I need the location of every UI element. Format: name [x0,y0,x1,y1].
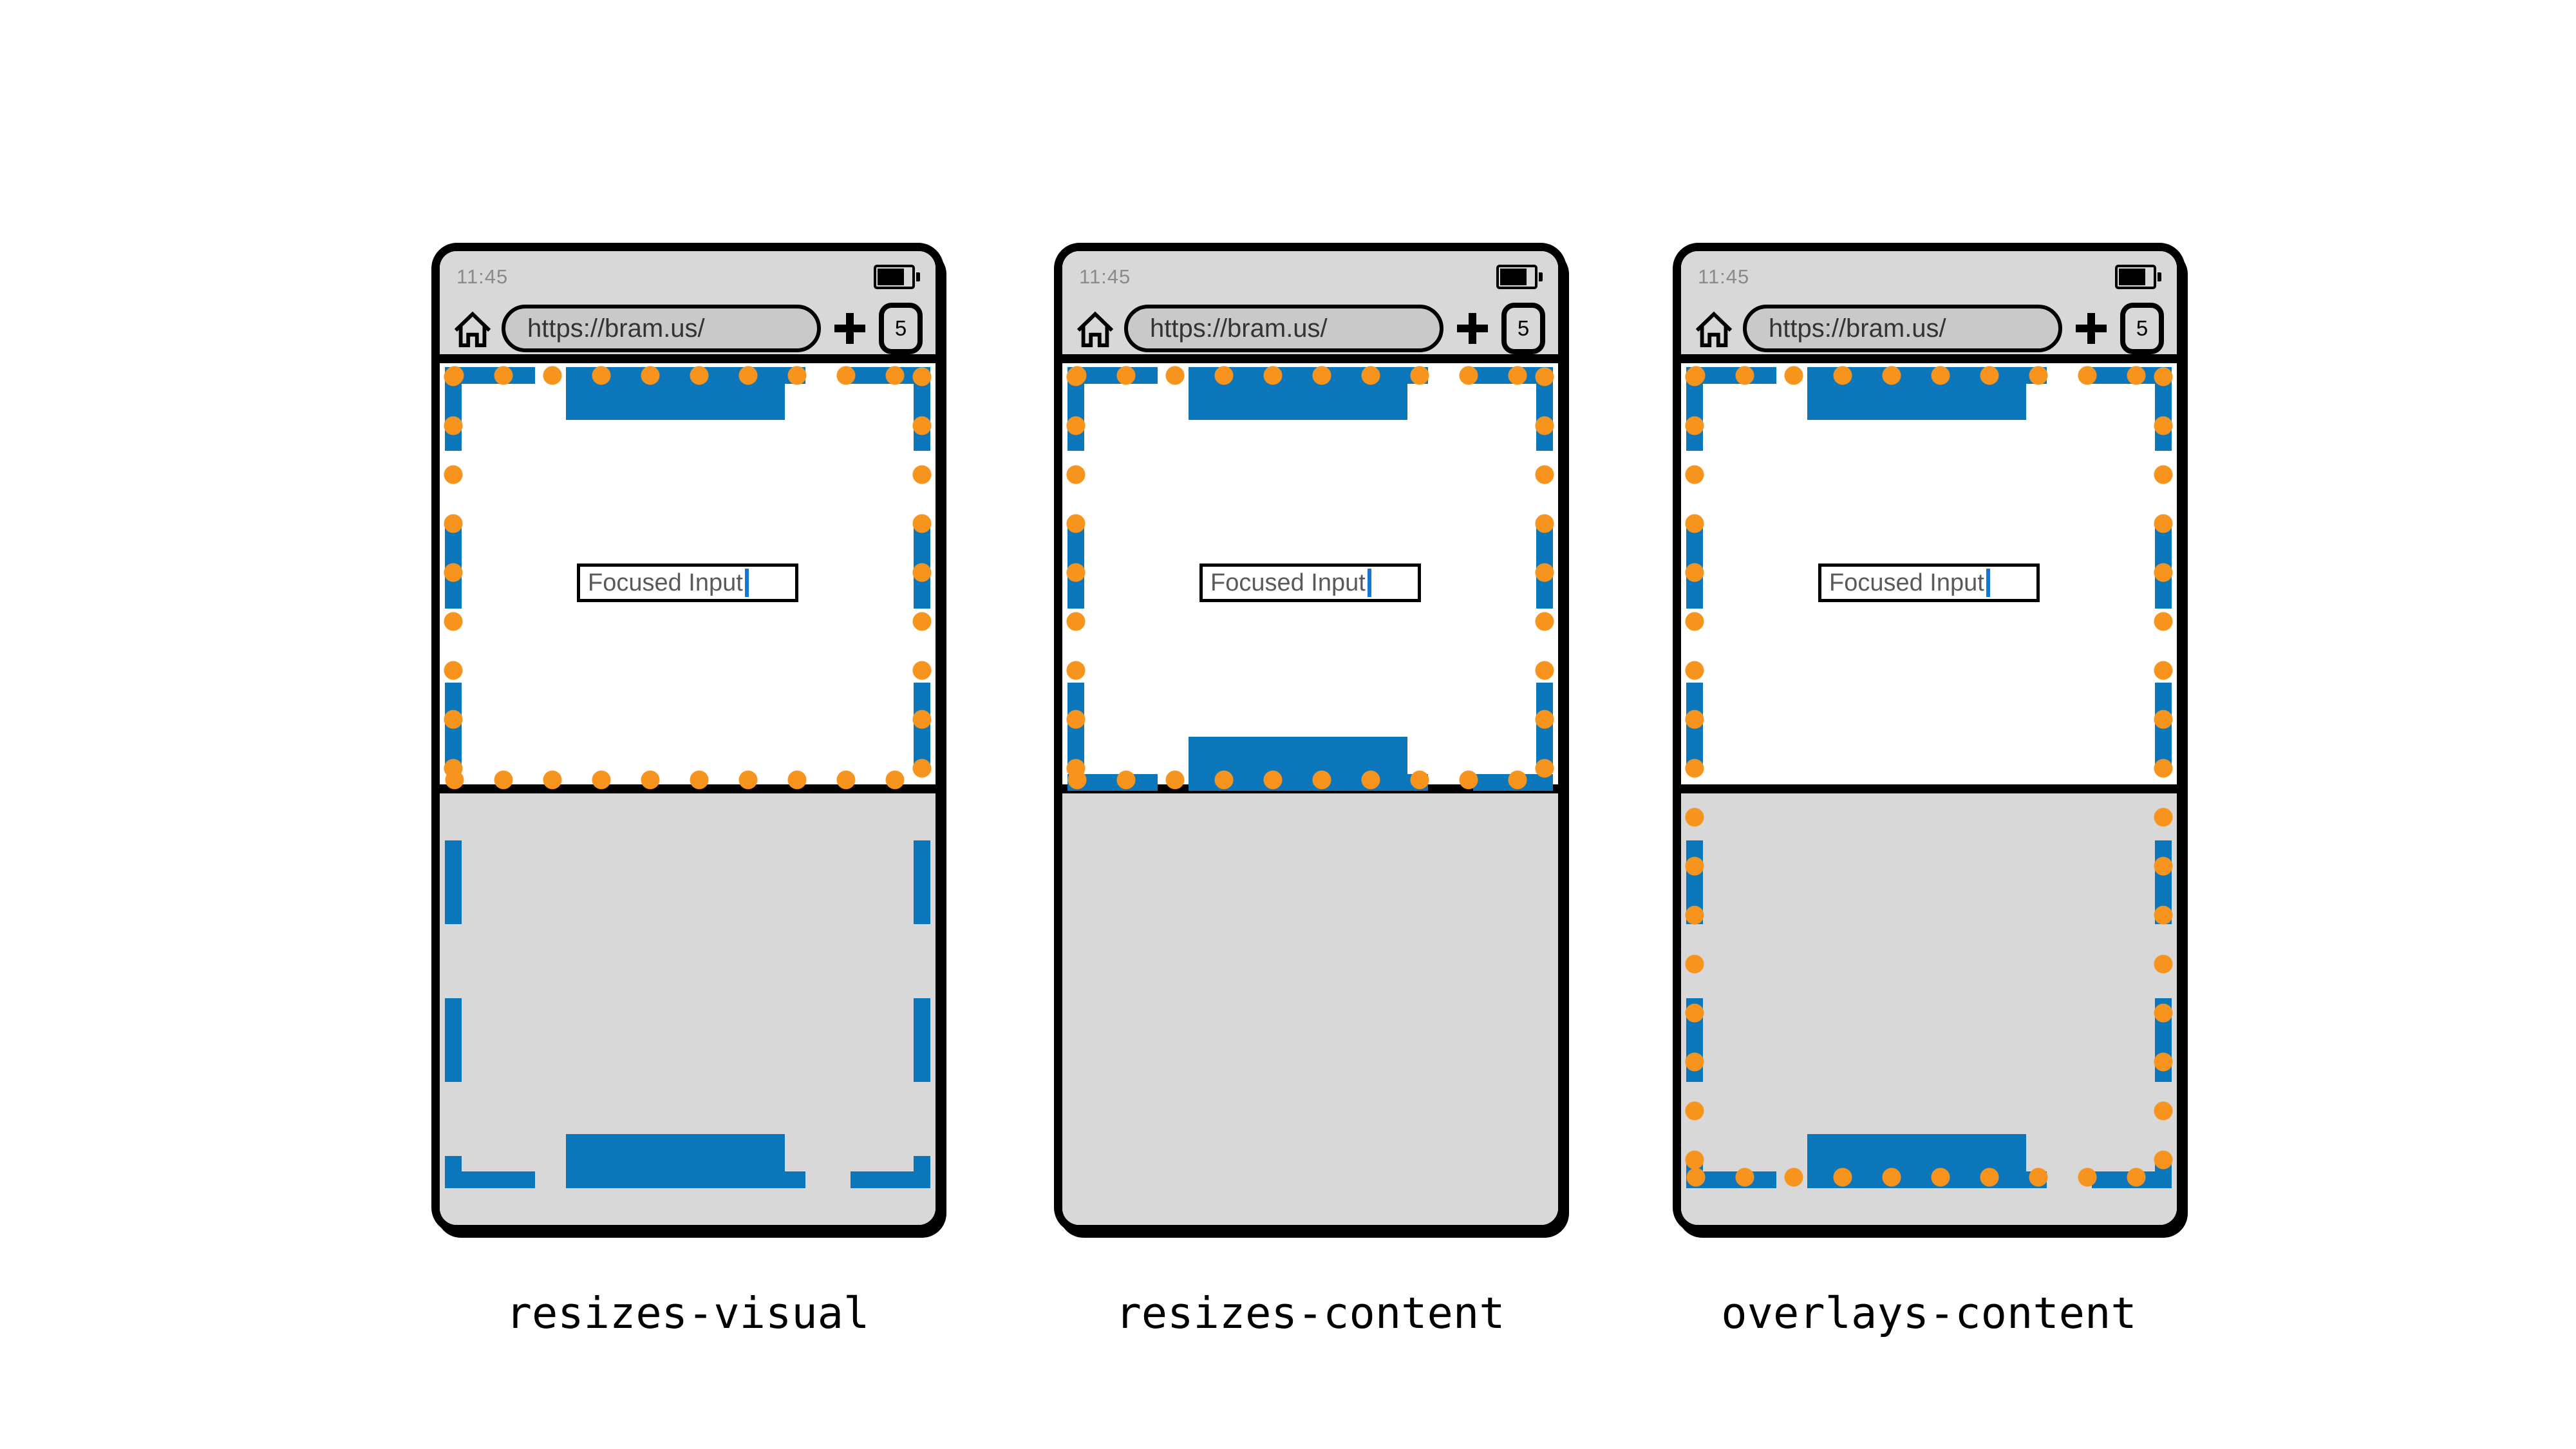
url-bar[interactable]: https://bram.us/ [1124,305,1443,352]
browser-chrome: 11:45 https://bram.us/ [1681,251,2177,354]
toolbar-separator [1062,354,1558,363]
fixed-footer-bar [1189,737,1407,791]
browser-toolbar: https://bram.us/ 5 [440,296,935,361]
virtual-keyboard [1062,784,1558,1225]
status-bar: 11:45 [1681,251,2177,296]
url-text: https://bram.us/ [1150,314,1328,343]
tab-count-text: 5 [1517,316,1530,340]
browser-toolbar: https://bram.us/ 5 [1062,296,1558,361]
text-caret [1367,569,1371,597]
new-tab-plus-icon[interactable] [832,311,867,346]
fixed-header-bar [1807,367,2026,420]
battery-icon [2115,265,2161,289]
virtual-keyboard [440,784,935,1225]
phone-screen: 11:45 https://bram.us/ [440,251,935,1225]
url-text: https://bram.us/ [1769,314,1946,343]
browser-chrome: 11:45 https://bram.us/ [1062,251,1558,354]
url-text: https://bram.us/ [527,314,705,343]
url-bar[interactable]: https://bram.us/ [502,305,821,352]
input-value-text: Focused Input [1210,569,1366,596]
toolbar-separator [1681,354,2177,363]
phone-resizes-visual: 11:45 https://bram.us/ [431,243,944,1338]
phone-label: resizes-content [1115,1288,1505,1338]
status-bar: 11:45 [1062,251,1558,296]
focused-input[interactable]: Focused Input [1818,564,2040,602]
home-icon[interactable] [1694,308,1734,348]
tab-count-text: 5 [894,316,907,340]
tab-count-text: 5 [2136,316,2148,340]
phone-resizes-content: 11:45 https://bram.us/ [1054,243,1566,1338]
tab-counter[interactable]: 5 [1501,303,1545,354]
input-value-text: Focused Input [1829,569,1984,596]
new-tab-plus-icon[interactable] [2074,311,2109,346]
input-value-text: Focused Input [588,569,743,596]
clock-text: 11:45 [1079,265,1131,288]
phone-screen: 11:45 https://bram.us/ [1062,251,1558,1225]
phone-label: overlays-content [1721,1288,2137,1338]
focused-input[interactable]: Focused Input [1199,564,1421,602]
text-caret [744,569,749,597]
focused-input[interactable]: Focused Input [577,564,798,602]
fixed-header-bar [1189,367,1407,420]
tab-counter[interactable]: 5 [2120,303,2164,354]
text-caret [1986,569,1990,597]
clock-text: 11:45 [456,265,509,288]
virtual-keyboard [1681,784,2177,1225]
new-tab-plus-icon[interactable] [1455,311,1490,346]
toolbar-separator [440,354,935,363]
battery-icon [874,265,920,289]
browser-chrome: 11:45 https://bram.us/ [440,251,935,354]
clock-text: 11:45 [1698,265,1750,288]
tab-counter[interactable]: 5 [879,303,923,354]
phone-label: resizes-visual [505,1288,870,1338]
battery-icon [1496,265,1543,289]
browser-toolbar: https://bram.us/ 5 [1681,296,2177,361]
home-icon[interactable] [1075,308,1115,348]
phone-overlays-content: 11:45 https://bram.us/ [1673,243,2185,1338]
url-bar[interactable]: https://bram.us/ [1743,305,2062,352]
phone-screen: 11:45 https://bram.us/ [1681,251,2177,1225]
status-bar: 11:45 [440,251,935,296]
home-icon[interactable] [453,308,493,348]
fixed-header-bar [566,367,785,420]
